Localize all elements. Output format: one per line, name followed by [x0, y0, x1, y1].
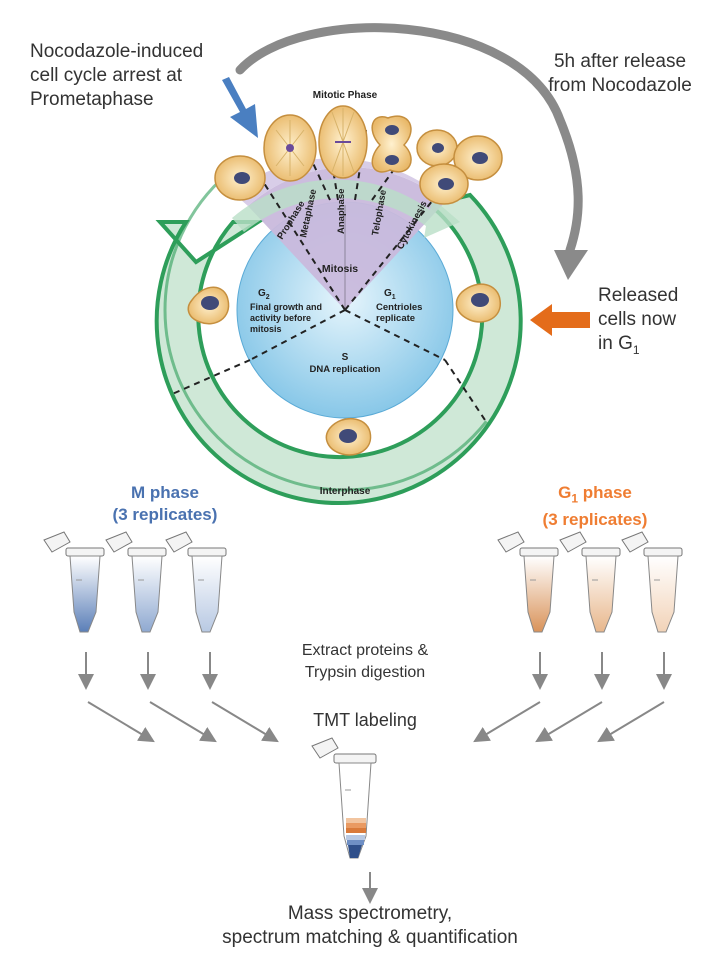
digest-arrows — [78, 652, 672, 690]
interphase-cells — [187, 283, 501, 456]
m-phase-title: M phase — [130, 483, 200, 502]
mitotic-cells — [214, 105, 503, 205]
pooled-tube — [311, 737, 377, 859]
g1-desc-1: Centrioles — [376, 302, 422, 313]
tmt-step: TMT labeling — [313, 710, 417, 730]
extract-line-2: Trypsin digestion — [304, 664, 426, 681]
released-cells-annotation: Released cells now in G1 — [598, 284, 678, 362]
arrest-annotation: Nocodazole-induced cell cycle arrest at … — [30, 40, 203, 112]
g1-label: G1 — [384, 288, 396, 301]
g2-desc-3: mitosis — [250, 324, 282, 334]
metaphase-cell — [318, 105, 368, 179]
release-arrowhead — [554, 250, 588, 280]
released-line-3: in G1 — [598, 333, 640, 357]
cytokinesis-cells — [419, 135, 503, 205]
telophase-cell — [416, 129, 458, 167]
g1-phase-tubes — [497, 531, 683, 633]
arrest-line-3: Prometaphase — [30, 89, 154, 110]
mitosis-label: Mitosis — [322, 263, 358, 275]
ms-step: Mass spectrometry, spectrum matching & q… — [150, 902, 590, 950]
extract-step: Extract proteins & Trypsin digestion — [260, 640, 470, 684]
g1-desc-2: replicate — [376, 313, 415, 324]
release-curved-arrow — [235, 23, 583, 255]
m-phase-label: M phase (3 replicates) — [90, 482, 240, 526]
interphase-label: Interphase — [320, 486, 371, 497]
cell-g2 — [187, 286, 230, 325]
tube-g1-3 — [621, 531, 683, 633]
released-line-2: cells now — [598, 309, 677, 330]
s-label: S — [342, 352, 349, 363]
ms-line-1: Mass spectrometry, — [287, 903, 453, 924]
g2-desc-2: activity before — [250, 313, 311, 323]
tube-g1-1 — [497, 531, 559, 633]
prophase-cell — [214, 155, 266, 201]
tube-m-2 — [105, 531, 167, 633]
pooling-arrows — [87, 701, 665, 743]
release-line-2: from Nocodazole — [548, 75, 692, 96]
anaphase-cell — [371, 115, 412, 173]
released-line-1: Released — [598, 285, 679, 306]
g1-phase-label: G1 phase (3 replicates) — [520, 482, 670, 531]
stage-anaphase: Anaphase — [336, 189, 347, 234]
tube-m-3 — [165, 531, 227, 633]
ms-line-2: spectrum matching & quantification — [222, 927, 518, 948]
g1-phase-title: G1 phase — [558, 483, 632, 506]
arrest-arrow — [222, 77, 258, 138]
release-line-1: 5h after release — [553, 51, 687, 72]
arrest-line-2: cell cycle arrest at — [30, 65, 183, 86]
m-phase-tubes — [43, 531, 227, 633]
g2-label: G2 — [258, 288, 270, 301]
arrest-line-1: Nocodazole-induced — [30, 41, 204, 62]
prometaphase-cell — [263, 114, 317, 182]
s-desc: DNA replication — [310, 364, 381, 375]
interphase-ring — [154, 192, 523, 506]
tube-m-1 — [43, 531, 105, 633]
g2-desc-1: Final growth and — [250, 302, 322, 312]
cell-g1 — [455, 283, 501, 323]
cell-s — [325, 418, 372, 456]
tube-g1-2 — [559, 531, 621, 633]
released-arrow — [530, 304, 590, 336]
cell-cycle-wheel — [154, 119, 527, 506]
mitotic-phase-label: Mitotic Phase — [313, 90, 378, 101]
release-annotation: 5h after release from Nocodazole — [530, 50, 710, 98]
g1-phase-subtitle: (3 replicates) — [542, 510, 648, 530]
extract-line-1: Extract proteins & — [301, 642, 429, 659]
m-phase-subtitle: (3 replicates) — [112, 505, 218, 524]
